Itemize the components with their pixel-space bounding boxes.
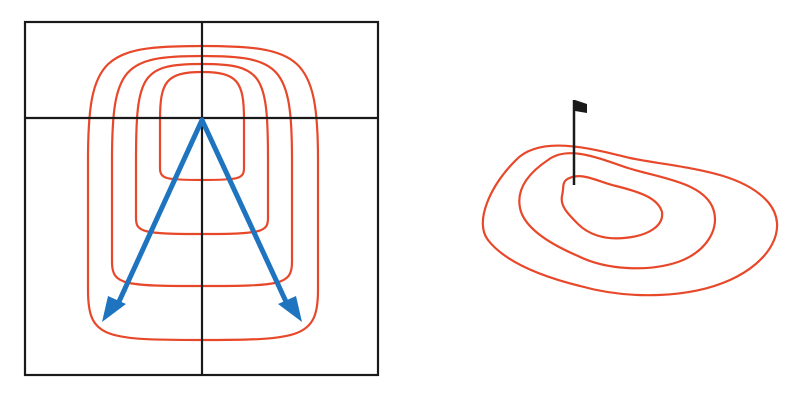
left-arrows bbox=[102, 117, 302, 322]
right-contour-middle bbox=[518, 152, 717, 270]
arrow-left-head bbox=[102, 296, 126, 322]
flag-icon bbox=[572, 100, 587, 185]
right-contour-inner bbox=[560, 175, 664, 240]
flag-banner bbox=[575, 100, 587, 113]
right-contour-outer bbox=[481, 144, 779, 297]
right-diagram bbox=[481, 100, 779, 297]
arrow-left-shaft bbox=[114, 117, 205, 309]
right-contours bbox=[481, 144, 779, 297]
left-diagram bbox=[23, 20, 380, 377]
left-grid bbox=[23, 20, 380, 377]
arrow-right-head bbox=[278, 296, 302, 322]
arrow-right-shaft bbox=[199, 117, 291, 309]
